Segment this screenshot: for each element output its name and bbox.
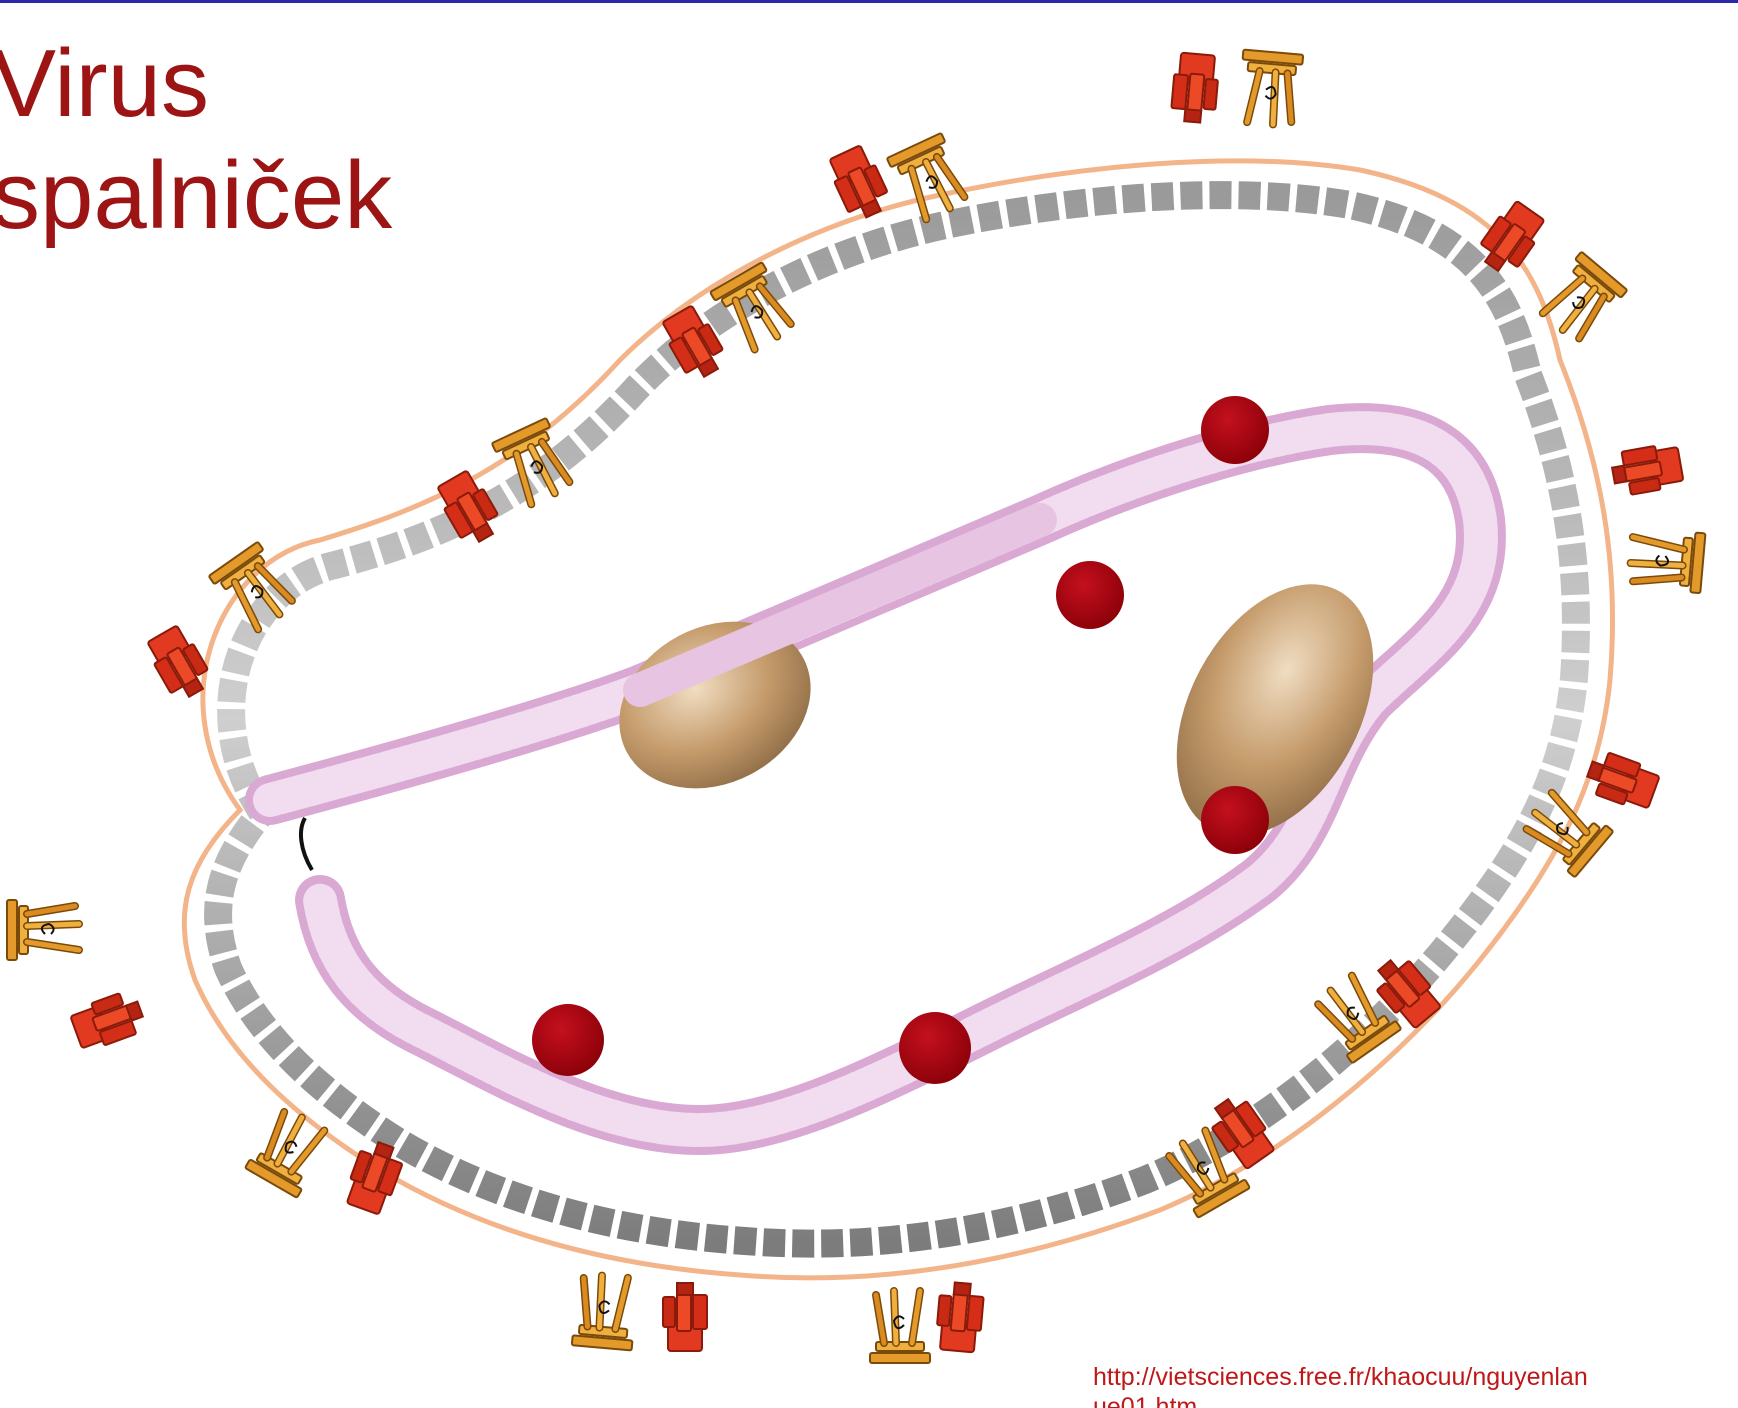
title-line-2: spalniček: [0, 140, 392, 252]
phosphoprotein-dot: [1056, 561, 1124, 629]
source-url-line-1: http://vietsciences.free.fr/khaocuu/nguy…: [1093, 1362, 1738, 1392]
lipid-envelope: [184, 161, 1612, 1278]
title-line-1: Virus: [0, 28, 392, 140]
phosphoprotein-dot: [1201, 786, 1269, 854]
source-url[interactable]: http://vietsciences.free.fr/khaocuu/nguy…: [1093, 1362, 1738, 1408]
page-title: Virus spalniček: [0, 28, 392, 252]
source-url-line-2: ue01.htm: [1093, 1392, 1738, 1408]
phosphoprotein-dot: [532, 1004, 604, 1076]
phosphoprotein-dot: [899, 1012, 971, 1084]
phosphoprotein-dot: [1201, 396, 1269, 464]
